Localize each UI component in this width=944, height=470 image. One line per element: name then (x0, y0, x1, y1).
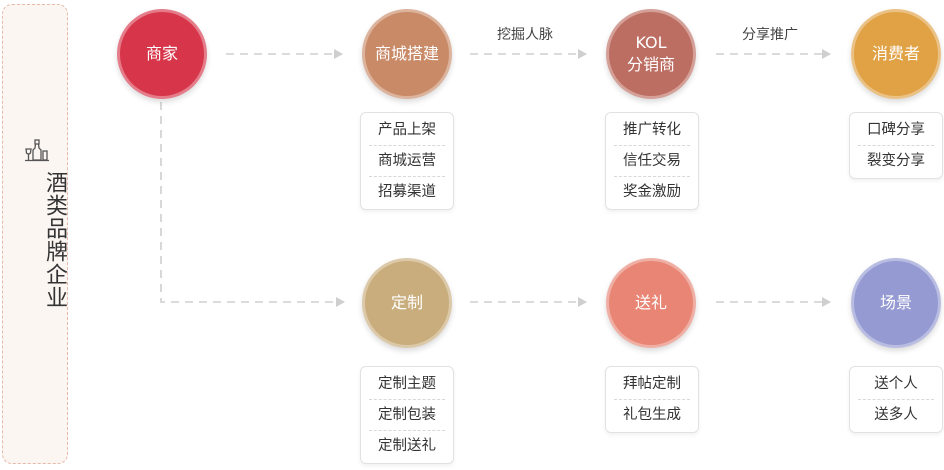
list-item: 信任交易 (614, 146, 690, 177)
consumer-label: 消费者 (871, 44, 920, 63)
list-item: 礼包生成 (623, 407, 681, 423)
mall-setup-label: 商城搭建 (374, 44, 439, 63)
consumer-node: 消费者 (851, 9, 941, 99)
gift-label: 送礼 (634, 293, 667, 312)
list-item: 裂变分享 (867, 153, 925, 169)
list-item: 定制送礼 (378, 438, 436, 454)
consumer-box: 口碑分享 裂变分享 (849, 112, 943, 179)
edge-label-mall-to-kol: 挖掘人脉 (497, 27, 553, 43)
merchant-node: 商家 (117, 9, 207, 99)
sidebar-title: 酒类品牌企业 (42, 171, 67, 309)
list-item: 送多人 (874, 407, 918, 423)
list-item: 送个人 (858, 369, 934, 400)
kol-node: KOL 分销商 (606, 9, 696, 99)
mall-setup-node: 商城搭建 (362, 9, 452, 99)
customize-node: 定制 (362, 258, 452, 348)
gift-node: 送礼 (606, 258, 696, 348)
customize-label: 定制 (390, 293, 423, 312)
kol-label-line2: 分销商 (626, 55, 675, 74)
company-sidebar: 酒类品牌企业 (2, 4, 68, 464)
customize-box: 定制主题 定制包装 定制送礼 (360, 366, 454, 464)
scene-node: 场景 (851, 258, 941, 348)
scene-box: 送个人 送多人 (849, 366, 943, 433)
list-item: 产品上架 (369, 115, 445, 146)
gift-box: 拜帖定制 礼包生成 (605, 366, 699, 433)
list-item: 推广转化 (614, 115, 690, 146)
edge-label-kol-to-consumer: 分享推广 (742, 27, 798, 43)
scene-label: 场景 (879, 293, 912, 312)
kol-box: 推广转化 信任交易 奖金激励 (605, 112, 699, 210)
list-item: 奖金激励 (623, 184, 681, 200)
list-item: 拜帖定制 (614, 369, 690, 400)
liquor-bottle-icon (25, 139, 49, 162)
list-item: 商城运营 (369, 146, 445, 177)
list-item: 定制包装 (369, 400, 445, 431)
list-item: 定制主题 (369, 369, 445, 400)
mall-setup-box: 产品上架 商城运营 招募渠道 (360, 112, 454, 210)
list-item: 招募渠道 (378, 184, 436, 200)
arrow-merchant-to-customize (160, 102, 345, 307)
list-item: 口碑分享 (858, 115, 934, 146)
merchant-label: 商家 (145, 44, 178, 63)
kol-label-line1: KOL (635, 33, 667, 52)
